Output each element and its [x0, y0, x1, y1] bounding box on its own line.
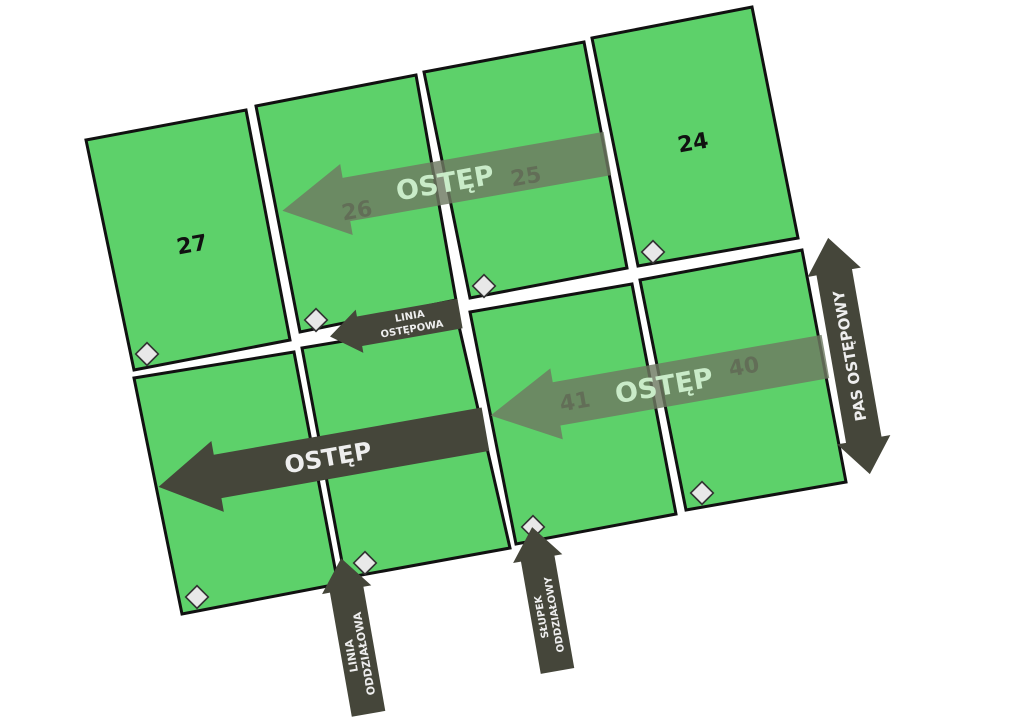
marker-plot-26 [303, 307, 329, 333]
marker-plot-24 [640, 239, 666, 265]
ostep-arrow-main: OSTĘP [158, 407, 490, 512]
linia-oddzialowa-arrow: LINIA ODDZIAŁOWA [322, 558, 386, 717]
boundary-markers [134, 239, 715, 610]
ostep-arrow-main-shape [158, 407, 490, 512]
linia-ostepowa-arrow-shape [330, 298, 463, 353]
slupek-oddzialowy-arrow: SŁUPEK ODDZIAŁOWY [513, 527, 575, 674]
marker-plot-40 [689, 480, 715, 506]
linia-ostepowa-line1: LINIA [394, 309, 426, 325]
marker-plot-27 [134, 341, 160, 367]
linia-ostepowa-arrow: LINIA OSTĘPOWA [330, 298, 463, 353]
forest-plots [84, 5, 848, 616]
marker-plot-25 [471, 273, 497, 299]
ostep-arrow-top-shape [282, 131, 612, 235]
plot-number-27: 27 [175, 231, 210, 261]
slupek-oddzialowy-arrow-shape [513, 527, 575, 674]
marker-plot-bottom-1 [184, 584, 210, 610]
ostep-arrow-top: OSTĘP [282, 131, 612, 235]
marker-plot-bottom-2 [352, 550, 378, 576]
ostep-arrow-mid-shape [490, 334, 830, 440]
linia-oddzialowa-arrow-shape [322, 558, 386, 717]
plot-24 [590, 5, 800, 268]
linia-oddzialowa-line1: LINIA [342, 638, 361, 673]
plot-27 [84, 108, 292, 372]
plot-number-24: 24 [676, 129, 711, 159]
pas-ostepowy-arrow-shape [807, 237, 891, 475]
marker-plot-41 [520, 514, 546, 540]
